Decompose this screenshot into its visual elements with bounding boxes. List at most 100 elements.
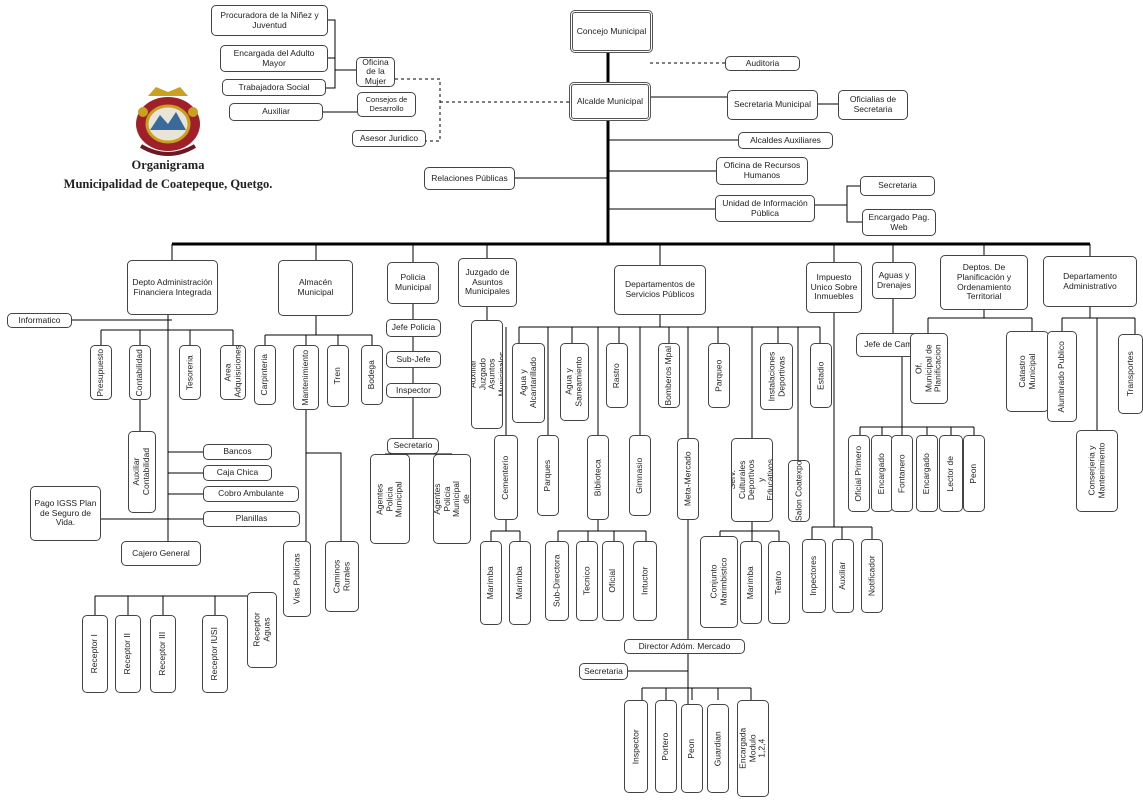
- label-peon-aguas: Peon: [968, 463, 979, 484]
- node-secretaria-ui: Secretaria: [860, 176, 935, 196]
- node-guardian: Guardian: [707, 704, 729, 793]
- node-lector: Lector de: [939, 435, 963, 512]
- node-meta-mercado: Meta-Mercado: [677, 438, 699, 520]
- node-portero: Portero: [655, 700, 677, 793]
- label-mantenimiento: Mantenimiento: [300, 349, 311, 406]
- dept-servicios-publicos: Departamentos de Servicios Públicos: [614, 265, 706, 315]
- dept-aguas-drenajes: Aguas y Drenajes: [872, 262, 916, 299]
- node-serv-culturales: Serv. Culturales Deportivos y Educativos: [731, 438, 773, 522]
- label-fontanero: Fontanero: [896, 454, 907, 493]
- node-peon-aguas: Peon: [963, 435, 985, 512]
- node-receptor-3: Receptor III: [150, 615, 176, 693]
- label-auxiliar-contabilidad: Auxiliar Contabilidad: [131, 448, 152, 496]
- dept-juzgado: Juzgado de Asuntos Municipales: [458, 258, 517, 307]
- label-serv-culturales: Serv. Culturales Deportivos y Educativos: [731, 459, 773, 501]
- label-receptor-1: Receptor I: [89, 634, 100, 674]
- label-encargada-modulo: Encargada Modulo 1,2,4: [737, 727, 767, 770]
- label-tesoreria: Tesoreria: [184, 355, 195, 390]
- node-oficial: Oficial: [602, 541, 624, 621]
- label-oficial: Oficial: [607, 569, 618, 593]
- label-parqueo: Parqueo: [713, 359, 724, 392]
- node-auxiliar-top: Auxiliar: [229, 103, 323, 121]
- node-parqueo: Parqueo: [708, 343, 730, 408]
- label-transportes: Transportes: [1124, 351, 1135, 397]
- node-conjunto-marimbistico: Conjunto Marimbistico: [700, 536, 738, 628]
- node-intuctor: Intuctor: [633, 541, 657, 621]
- label-tren: Tren: [332, 367, 343, 385]
- node-bodega: Bodega: [361, 345, 383, 405]
- node-director-mercado: Director Adóm. Mercado: [624, 639, 745, 654]
- dept-administrativo: Departamento Administrativo: [1043, 256, 1137, 307]
- label-contabilidad: Contabilidad: [134, 348, 145, 397]
- label-agentes-policia-1: Agentes Policia Municipal: [374, 481, 404, 517]
- node-auditoria: Auditoria: [725, 56, 800, 71]
- node-instalaciones-deportivas: Instalaciones Deportivas: [760, 343, 793, 410]
- label-inspector-mercado: Inspector: [630, 729, 641, 764]
- node-auxiliar-juzgado: Auxiliar Juzgado Asuntos Municipales: [471, 320, 503, 429]
- node-recursos-humanos: Oficina de Recursos Humanos: [716, 157, 808, 185]
- node-tesoreria: Tesoreria: [179, 345, 201, 400]
- node-secretaria-municipal: Secretaria Municipal: [727, 90, 818, 120]
- label-conjunto-marimbistico: Conjunto Marimbistico: [708, 558, 729, 606]
- node-parques: Parques: [537, 435, 559, 516]
- node-rastro: Rastro: [606, 343, 628, 408]
- dept-impuesto-unico: Impuesto Unico Sobre Inmuebles: [806, 262, 862, 313]
- node-receptor-iusi: Receptor IUSI: [202, 615, 228, 693]
- node-receptor-2: Receptor II: [115, 615, 141, 693]
- label-meta-mercado: Meta-Mercado: [682, 451, 693, 507]
- label-marimba-3: Marimba: [745, 565, 756, 600]
- node-cajero-general: Cajero General: [121, 541, 201, 566]
- label-conserjeria: Conserjeria y Mantenimiento: [1086, 443, 1107, 499]
- node-oficial-primero: Oficial Primero: [848, 435, 870, 512]
- node-receptor-aguas: Receptor Aguas: [247, 592, 277, 668]
- label-catastro: Catastro Municipal: [1016, 353, 1037, 390]
- node-mantenimiento: Mantenimiento: [293, 345, 319, 410]
- node-auxiliar-iusi: Auxiliar: [832, 539, 854, 613]
- label-marimba-2: Marimba: [514, 566, 525, 600]
- node-oficina-mujer: Oficina de la Mujer: [356, 57, 395, 87]
- node-jefe-policia: Jefe Policia: [386, 319, 441, 337]
- node-biblioteca: Biblioteca: [587, 435, 609, 520]
- title-line-2: Municipalidad de Coatepeque, Quetgo.: [63, 176, 273, 191]
- node-sub-directora: Sub-Directora: [545, 541, 569, 621]
- node-encargado-aguas-1: Encargado: [871, 435, 893, 512]
- node-alcaldes-auxiliares: Alcaldes Auxiliares: [738, 132, 833, 149]
- label-gimnasio: Gimnasio: [634, 457, 645, 494]
- node-contabilidad: Contabilidad: [129, 345, 151, 400]
- label-portero: Portero: [660, 732, 671, 761]
- label-lector: Lector de: [945, 455, 956, 492]
- node-salon-coatexpo: Salon Coatexpo: [788, 460, 810, 522]
- node-auxiliar-contabilidad: Auxiliar Contabilidad: [128, 431, 156, 513]
- node-caminos-rurales: Caminos Rurales: [325, 541, 359, 612]
- label-receptor-3: Receptor III: [157, 632, 168, 676]
- node-pago-igss: Pago IGSS Plan de Seguro de Vida.: [30, 486, 101, 541]
- label-receptor-aguas: Receptor Aguas: [251, 612, 271, 648]
- label-instalaciones-deportivas: Instalaciones Deportivas: [765, 351, 786, 402]
- label-cementerio: Cementerio: [500, 455, 511, 500]
- label-rastro: Rastro: [611, 362, 622, 389]
- label-agua-alcantarillado: Agua y Alcantarillado: [517, 357, 538, 409]
- node-encargado-web: Encargado Pag. Web: [862, 209, 936, 236]
- label-bomberos: Bomberos Mpal: [663, 345, 674, 406]
- node-inspector-mercado: Inspector: [624, 700, 648, 793]
- node-tecnico: Tecnico: [576, 541, 598, 621]
- node-bomberos: Bomberos Mpal: [658, 343, 680, 408]
- label-peon-mercado: Peon: [686, 738, 697, 759]
- label-encargado-aguas-2: Encargado: [921, 452, 932, 495]
- node-secretario: Secretario: [387, 438, 439, 454]
- label-sub-directora: Sub-Directora: [551, 554, 562, 608]
- label-teatro: Teatro: [773, 570, 784, 595]
- label-carpinteria: Carpinteria: [259, 354, 270, 396]
- node-conserjeria: Conserjeria y Mantenimiento: [1076, 430, 1118, 512]
- node-receptor-1: Receptor I: [82, 615, 108, 693]
- node-peon-mercado: Peon: [681, 704, 703, 793]
- label-guardian: Guardian: [712, 731, 723, 766]
- node-area-adquisiciones: Area Adquisiciones: [220, 345, 246, 400]
- node-cobro-ambulante: Cobro Ambulante: [203, 486, 299, 502]
- node-encargado-aguas-2: Encargado: [916, 435, 938, 512]
- node-sub-jefe: Sub-Jefe: [386, 351, 441, 368]
- label-presupuesto: Presupuesto: [95, 348, 106, 397]
- node-gimnasio: Gimnasio: [629, 435, 651, 516]
- label-alumbrado-publico: Alumbrado Publico: [1056, 340, 1067, 413]
